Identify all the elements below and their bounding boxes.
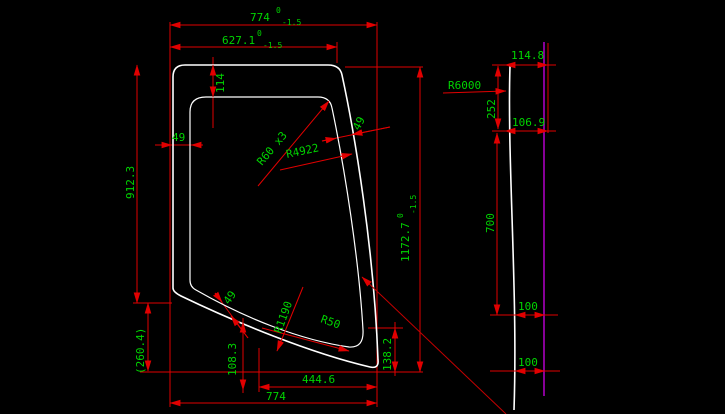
section-dimension-lines [442,61,549,375]
dim-49-right: 49 [350,115,368,133]
dim-774-top-tol-upper: 0 [276,6,281,15]
dim-49-left: 49 [172,131,185,144]
dim-1148: 114.8 [511,49,544,62]
arrow-49-right-b [321,137,337,144]
leader-r50 [261,327,350,352]
dim-774-top-tol-lower: -1.5 [282,18,301,27]
dim-1382: 138.2 [381,338,394,371]
dim-49-bottom: 49 [221,288,239,306]
label-r1190: R1190 [272,299,296,335]
dim-9123: 912.3 [124,166,137,199]
dim-1083: 108.3 [226,343,239,376]
leader-r6000 [442,88,507,95]
dim-11727-tol-lower: -1.5 [409,195,418,214]
dim-100-lower: 100 [518,356,538,369]
leader-r60 [257,100,330,187]
dim-100-upper: 100 [518,300,538,313]
arrow-49-right-a [351,126,391,136]
dimension-texts: 774 0 -1.5 627.1 0 -1.5 114 49 912.3 (26… [124,6,418,403]
dim-627-tol-lower: -1.5 [263,41,282,50]
section-callout-leader [361,276,507,414]
dim-2604: (260.4) [134,328,147,374]
section-extension-lines [490,43,560,372]
arrow-49-bottom-b [230,315,249,339]
dim-11727-tol-upper: 0 [396,213,405,218]
dim-774-bottom: 774 [266,390,286,403]
section-glass-profile [508,65,516,411]
glass-inner-contour [189,96,364,348]
arrow-49-bottom-a [212,291,223,303]
label-r50: R50 [319,313,342,332]
dim-627-tol-upper: 0 [257,29,262,38]
radius-leaders [257,100,507,414]
dim-627: 627.1 [222,34,255,47]
leader-r1190 [276,286,304,352]
dim-1069: 106.9 [512,116,545,129]
main-view: 774 0 -1.5 627.1 0 -1.5 114 49 912.3 (26… [124,6,507,414]
glass-outer-contour [172,64,379,369]
dim-4446: 444.6 [302,373,335,386]
dim-774-top: 774 [250,11,270,24]
dim-252: 252 [485,99,498,119]
section-view: 114.8 R6000 252 106.9 700 100 100 [442,42,560,411]
dimension-lines [133,21,424,407]
leader-r4922 [279,153,353,171]
label-r4922: R4922 [285,141,320,161]
dim-11727: 1172.7 [399,222,412,262]
dim-700: 700 [484,213,497,233]
label-r6000: R6000 [448,79,481,92]
dim-114: 114 [214,73,227,93]
section-dimension-texts: 114.8 R6000 252 106.9 700 100 100 [448,49,545,369]
